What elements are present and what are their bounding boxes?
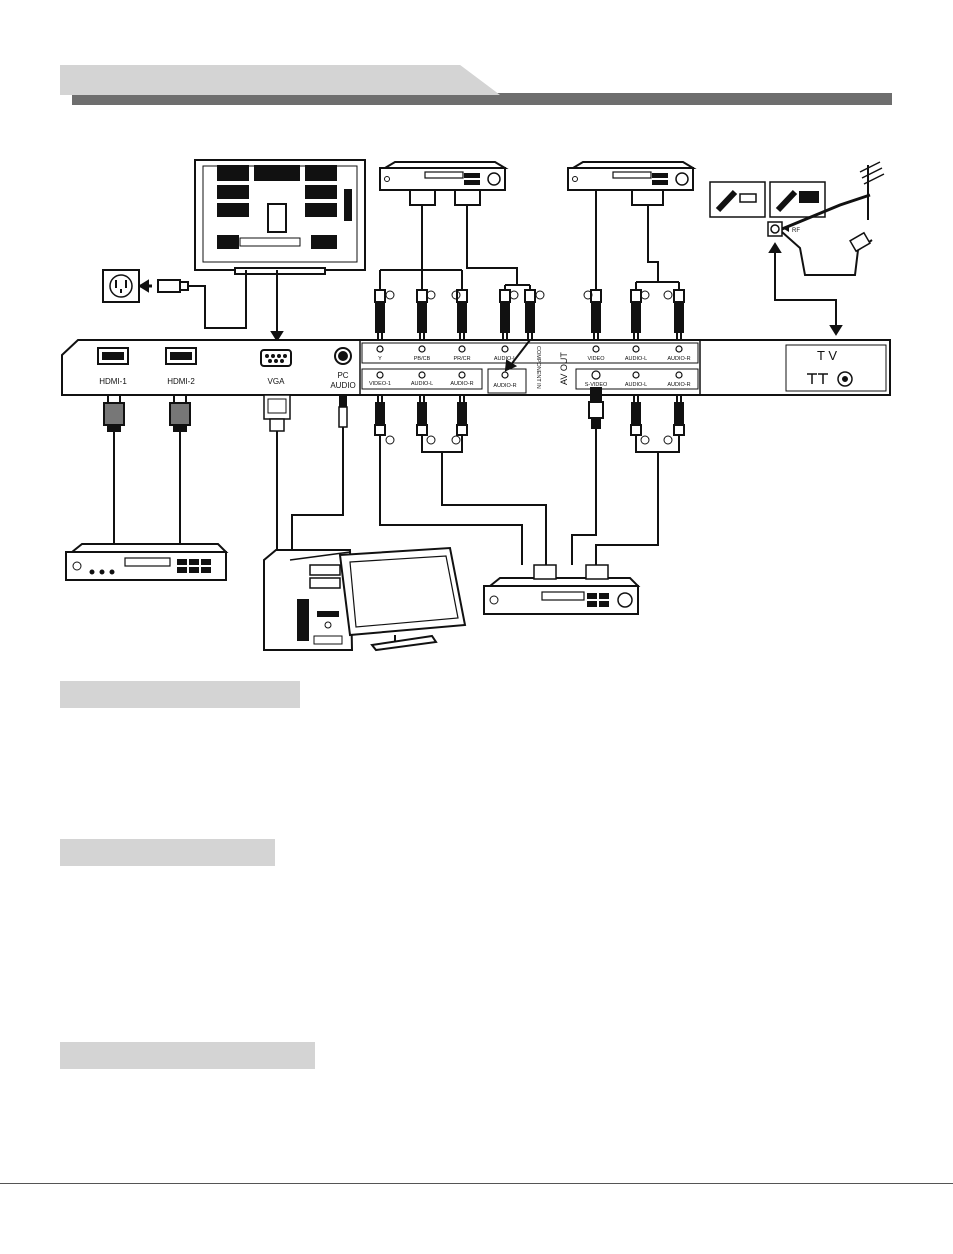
vga-label: VGA [268,377,286,386]
rca-plugs-bottom [374,387,685,436]
connection-diagram: HDMI-1 HDMI-2 VGA PC AUDIO Y PB/CB PR/CR… [61,159,891,652]
dvd-player-top-right-icon [567,161,697,191]
component-in-label: COMPONENT IN [535,346,541,389]
hdmi-cables [103,394,191,545]
hdmi2-label: HDMI-2 [167,377,195,386]
hdmi1-port [97,347,129,365]
section-bar-2 [60,839,275,866]
svideo-label: S-VIDEO [585,382,608,388]
dvd-player-top-left-icon [379,161,509,191]
vga-port [260,349,292,367]
video-out-label: VIDEO [587,356,605,362]
rf-label: RF [792,228,800,234]
audio-label: AUDIO [330,381,355,390]
hdmi2-port [165,347,197,365]
pc-audio-jack [334,347,352,365]
audio-r-out-label: AUDIO-R [667,356,690,362]
y-label: Y [378,356,382,362]
computer-monitor-icon [338,546,467,652]
antenna-icon [859,161,885,220]
video1-label: VIDEO-1 [369,381,391,387]
section-bar-3 [60,1042,315,1069]
audio-l-mid-label: AUDIO-L [411,381,433,387]
footer-rule [0,1183,953,1184]
dvd-player-bottom-left-icon [65,543,229,581]
audio-l-out-label: AUDIO-L [625,356,647,362]
header-tab [60,65,892,105]
prcr-label: PR/CR [453,356,470,362]
pc-label: PC [337,371,348,380]
pbcb-label: PB/CB [414,356,431,362]
power-outlet-icon [102,269,140,303]
av-out-label: AV OUT [559,352,569,385]
audio-r-component-label: AUDIO-R [493,383,516,389]
computer-tower-icon [263,549,354,651]
section-bar-1 [60,681,300,708]
vga-cable [263,394,291,550]
audio-r-mid-label: AUDIO-R [450,381,473,387]
audio-l-top-label: AUDIO-L [494,356,516,362]
audio-l-sv-label: AUDIO-L [625,382,647,388]
rca-plugs-top [374,289,685,341]
hdmi1-label: HDMI-1 [99,377,127,386]
pc-audio-cable [291,394,348,550]
dvd-player-bottom-right-icon [483,564,641,615]
power-plug-icon [138,279,189,293]
tv-label: T V [817,348,837,363]
power-cable [188,270,247,329]
tv-rear-icon [194,159,366,275]
audio-r-sv-label: AUDIO-R [667,382,690,388]
rf-connector-detail [709,181,873,276]
